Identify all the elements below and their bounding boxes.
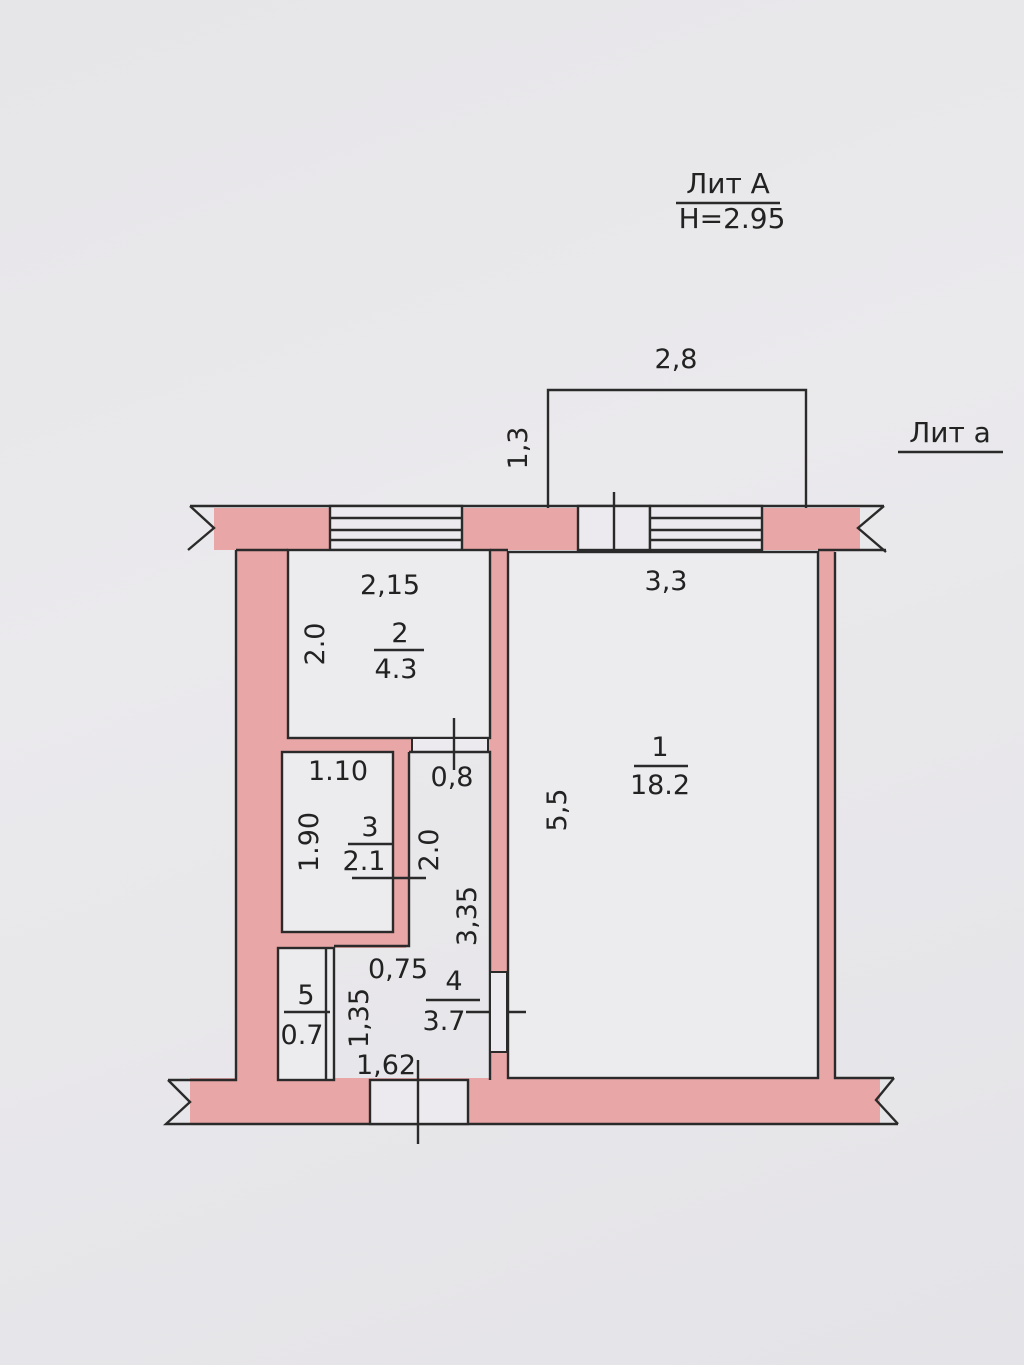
balcony-outline [546, 388, 808, 508]
room-5-number: 5 [297, 980, 314, 1011]
window-right [648, 504, 764, 552]
room-3-outline [280, 750, 395, 934]
room-4-left-edge [334, 752, 411, 948]
partition-fill-2 [276, 932, 406, 948]
height-label: H=2.95 [679, 202, 786, 235]
room-4-extra-width: 0,75 [368, 954, 428, 985]
lit-a-label: Лит А [686, 167, 770, 200]
room-1: 3,3 5,5 1 18.2 [506, 550, 820, 1080]
room-2-number: 2 [391, 618, 408, 649]
room-5-length: 1,35 [344, 988, 375, 1048]
room-2-outline [286, 548, 492, 740]
right-wall-outer [833, 552, 894, 1080]
left-wall-outer [168, 550, 238, 1082]
room-2: 2,15 2.0 2 4.3 [286, 548, 492, 740]
room-2-door-frame [411, 737, 489, 753]
bottom-wall-fill [190, 1078, 880, 1124]
room-1-number: 1 [651, 732, 668, 763]
window-left [328, 504, 464, 552]
room-2-length: 2.0 [300, 623, 331, 666]
balcony-depth-label: 1,3 [503, 427, 534, 470]
right-wall-fill [818, 508, 835, 1096]
bottom-outer-left [162, 1079, 898, 1126]
room-5-outline [276, 946, 336, 1082]
room-4-extra-length: 2.0 [414, 829, 445, 872]
room-4-right-edge [409, 750, 492, 1080]
wall-outlines [162, 504, 899, 1126]
room-3-length: 1.90 [294, 812, 325, 872]
room-3-area: 2.1 [343, 846, 386, 877]
room-3-width: 1.10 [308, 756, 368, 787]
partition-fill-3 [393, 750, 409, 946]
window-right-frame [648, 504, 764, 552]
room-5: 5 0.7 1,35 [276, 946, 375, 1082]
room-4: 0,8 2.0 3,35 0,75 4 3.7 1,62 [334, 750, 526, 1081]
room-1-door-frame [489, 971, 508, 1053]
room-3-number: 3 [361, 812, 378, 843]
break-mark-top-right [856, 505, 887, 553]
room-1-outline [506, 550, 820, 1080]
center-wall-fill [490, 508, 507, 1096]
room-1-length: 5,5 [542, 789, 573, 832]
room-2-area: 4.3 [375, 654, 418, 685]
break-mark-bottom-right [874, 1077, 899, 1125]
room-3: 1.10 1.90 3 2.1 [280, 750, 426, 934]
room-2-width: 2,15 [360, 570, 420, 601]
room-1-width: 3,3 [645, 566, 688, 597]
entrance-door [368, 1060, 470, 1144]
window-left-frame [328, 504, 464, 552]
room-4-number: 4 [445, 966, 462, 997]
room-4-length: 3,35 [452, 886, 483, 946]
room-4-width: 0,8 [431, 762, 474, 793]
lit-small-label: Лит а [909, 416, 991, 449]
break-mark-top-left [187, 505, 216, 551]
room-4-bottom-width: 1,62 [356, 1050, 416, 1081]
room-1-area: 18.2 [630, 770, 690, 801]
balcony-door [576, 492, 652, 572]
balcony-width-label: 2,8 [655, 344, 698, 375]
room-5-area: 0.7 [281, 1020, 324, 1051]
room-4-area: 3.7 [423, 1006, 466, 1037]
